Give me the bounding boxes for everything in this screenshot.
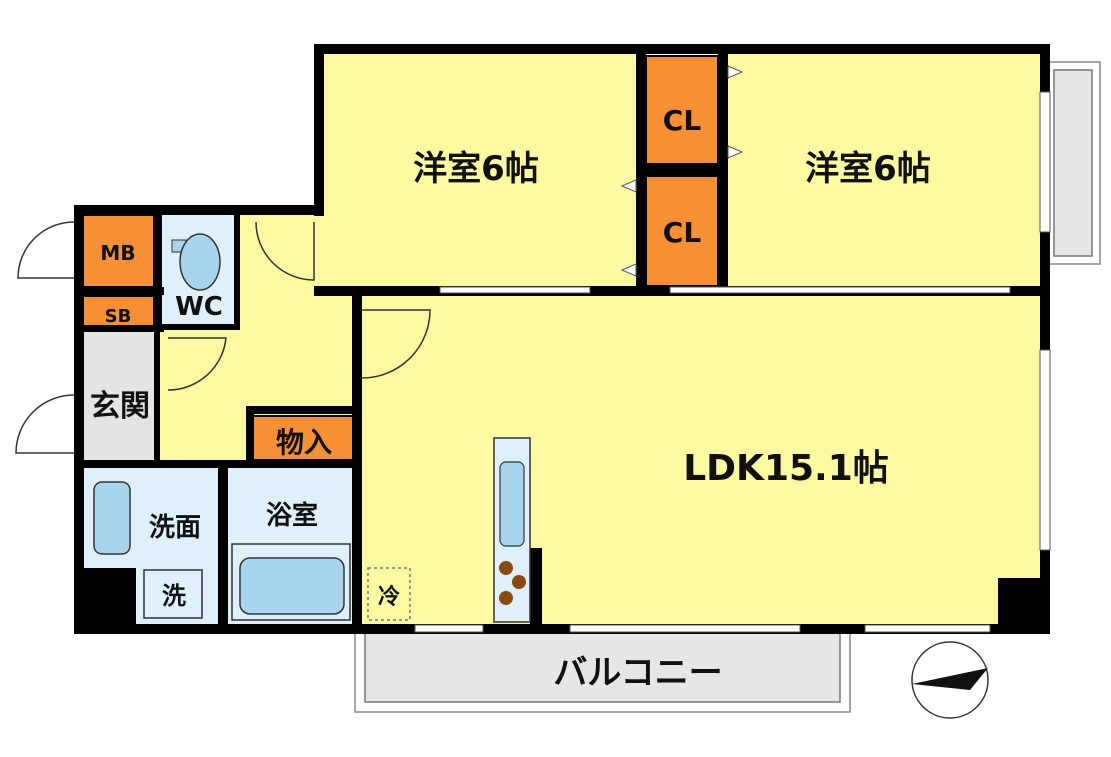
shoe-box-label: SB <box>105 306 132 327</box>
toilet-label: WC <box>175 292 223 322</box>
ldk-floor <box>360 296 1042 626</box>
door-swing-icon <box>255 221 315 281</box>
bathtub-icon <box>231 543 351 621</box>
closet-2-label: CL <box>663 216 702 249</box>
meter-box-label: MB <box>100 241 135 265</box>
washer-label: 洗 <box>162 582 186 610</box>
fridge-space <box>367 567 411 621</box>
balcony-label: バルコニー <box>553 653 722 693</box>
door-swings <box>15 221 431 454</box>
stove-burner-icon <box>512 575 526 589</box>
ldk-label: LDK15.1帖 <box>683 448 889 489</box>
fridge-label: 冷 <box>378 584 400 610</box>
western-room-1-label: 洋室6帖 <box>413 149 539 189</box>
kitchen-counter <box>493 437 531 623</box>
stove-burner-icon <box>499 591 513 605</box>
windows <box>414 91 1051 633</box>
washer-icon <box>143 569 203 619</box>
closet-1 <box>645 55 719 165</box>
compass-north-arrow-icon <box>911 641 989 719</box>
balcony: バルコニー <box>354 631 851 713</box>
western-room-2-label: 洋室6帖 <box>805 149 931 189</box>
bathroom-label: 浴室 <box>266 500 318 531</box>
door-swing-icon <box>17 221 75 279</box>
door-swing-icon <box>167 337 227 391</box>
closet-1-label: CL <box>663 104 702 137</box>
side-balcony <box>1043 61 1101 265</box>
walls <box>74 44 1050 634</box>
entrance-label: 玄関 <box>90 389 150 424</box>
western-room-1-floor <box>322 52 638 290</box>
door-swing-icon <box>15 394 75 454</box>
toilet-icon <box>171 233 221 291</box>
entrance-floor <box>82 330 158 462</box>
western-room-2-floor <box>726 52 1042 290</box>
sink-icon <box>93 481 131 555</box>
door-swing-icon <box>361 309 431 379</box>
stove-burner-icon <box>499 561 513 575</box>
storage-label: 物入 <box>276 426 332 459</box>
washroom-label: 洗面 <box>149 513 201 543</box>
